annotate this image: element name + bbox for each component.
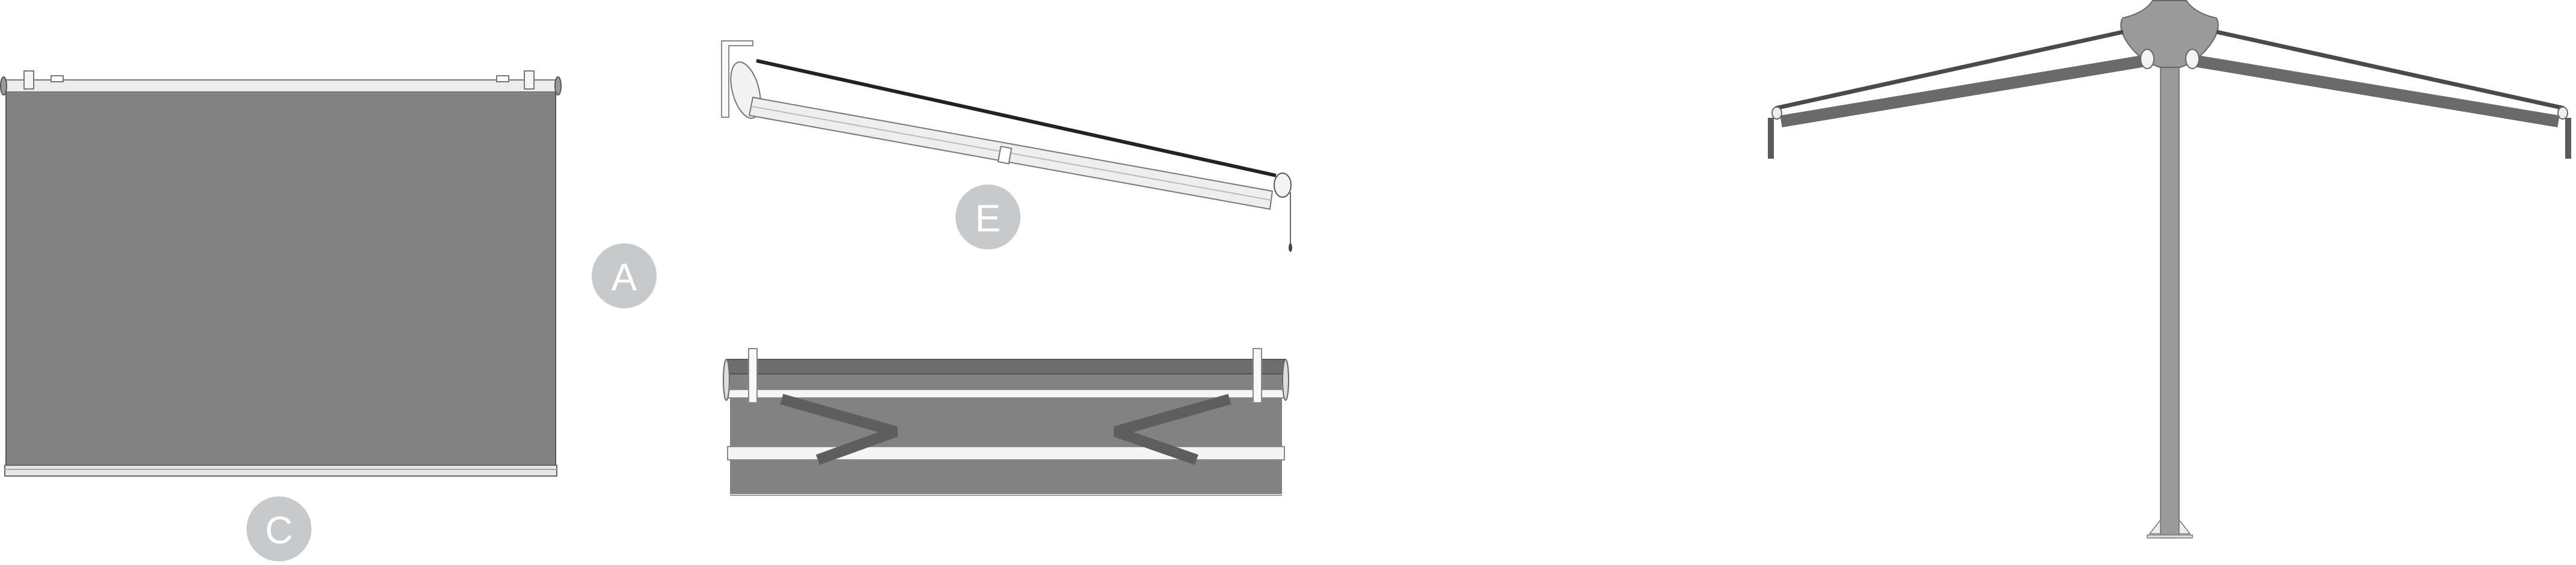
roller-blind	[0, 70, 562, 477]
parasol-base-gusset-left	[2148, 518, 2161, 534]
blind-top-bar	[3, 79, 559, 93]
awning-front-rail	[727, 389, 1285, 399]
awning-cord-handle	[1289, 243, 1292, 252]
awning-fabric-line	[756, 59, 1277, 177]
parasol-arm-left	[1780, 55, 2143, 127]
parasol-roller-left	[2140, 49, 2154, 69]
awning-front-profile	[1274, 173, 1292, 198]
awning-front-view	[723, 348, 1289, 496]
awning-arm-line	[751, 106, 1272, 201]
blind-endcap-right	[554, 76, 562, 96]
blind-clip-right	[496, 75, 509, 82]
awning-front-arm-right	[1114, 394, 1231, 465]
parasol-arm-right	[2197, 55, 2560, 127]
label-c: C	[247, 496, 311, 561]
blind-clip-left	[51, 75, 64, 82]
label-a-text: A	[612, 255, 637, 299]
awning-front-endcap-right	[1282, 359, 1289, 401]
parasol-pole	[2160, 60, 2180, 539]
parasol-strut-left	[1775, 29, 2124, 111]
parasol-base-gusset-right	[2179, 518, 2191, 534]
label-c-text: C	[265, 508, 293, 552]
awning-front-post-right	[1253, 348, 1262, 403]
awning-arm-joint	[997, 145, 1013, 165]
parasol-base-plate	[2147, 534, 2193, 539]
awning-side-view	[721, 40, 1292, 252]
parasol	[1768, 0, 2571, 539]
awning-front-roller	[727, 359, 1285, 374]
label-a: A	[592, 243, 657, 308]
awning-front-endcap-left	[723, 359, 730, 401]
blind-bottom-bar	[4, 465, 557, 477]
awning-front-post-left	[748, 348, 758, 403]
parasol-strut-right	[2216, 29, 2565, 111]
parasol-endcap-right	[2557, 106, 2568, 120]
label-e: E	[955, 185, 1020, 249]
parasol-valance-left	[1768, 118, 1774, 159]
awning-front-arm-left	[780, 394, 898, 465]
awning-cassette	[721, 40, 753, 118]
parasol-roller-right	[2185, 49, 2200, 69]
awning-front-bar	[727, 446, 1285, 460]
blind-fabric	[5, 91, 556, 466]
blind-top-bracket-right	[524, 70, 535, 90]
blind-endcap-left	[0, 76, 7, 96]
parasol-endcap-left	[1771, 106, 1782, 120]
parasol-valance-right	[2565, 118, 2571, 159]
blind-top-bracket-left	[23, 70, 34, 90]
label-e-text: E	[975, 197, 1001, 240]
